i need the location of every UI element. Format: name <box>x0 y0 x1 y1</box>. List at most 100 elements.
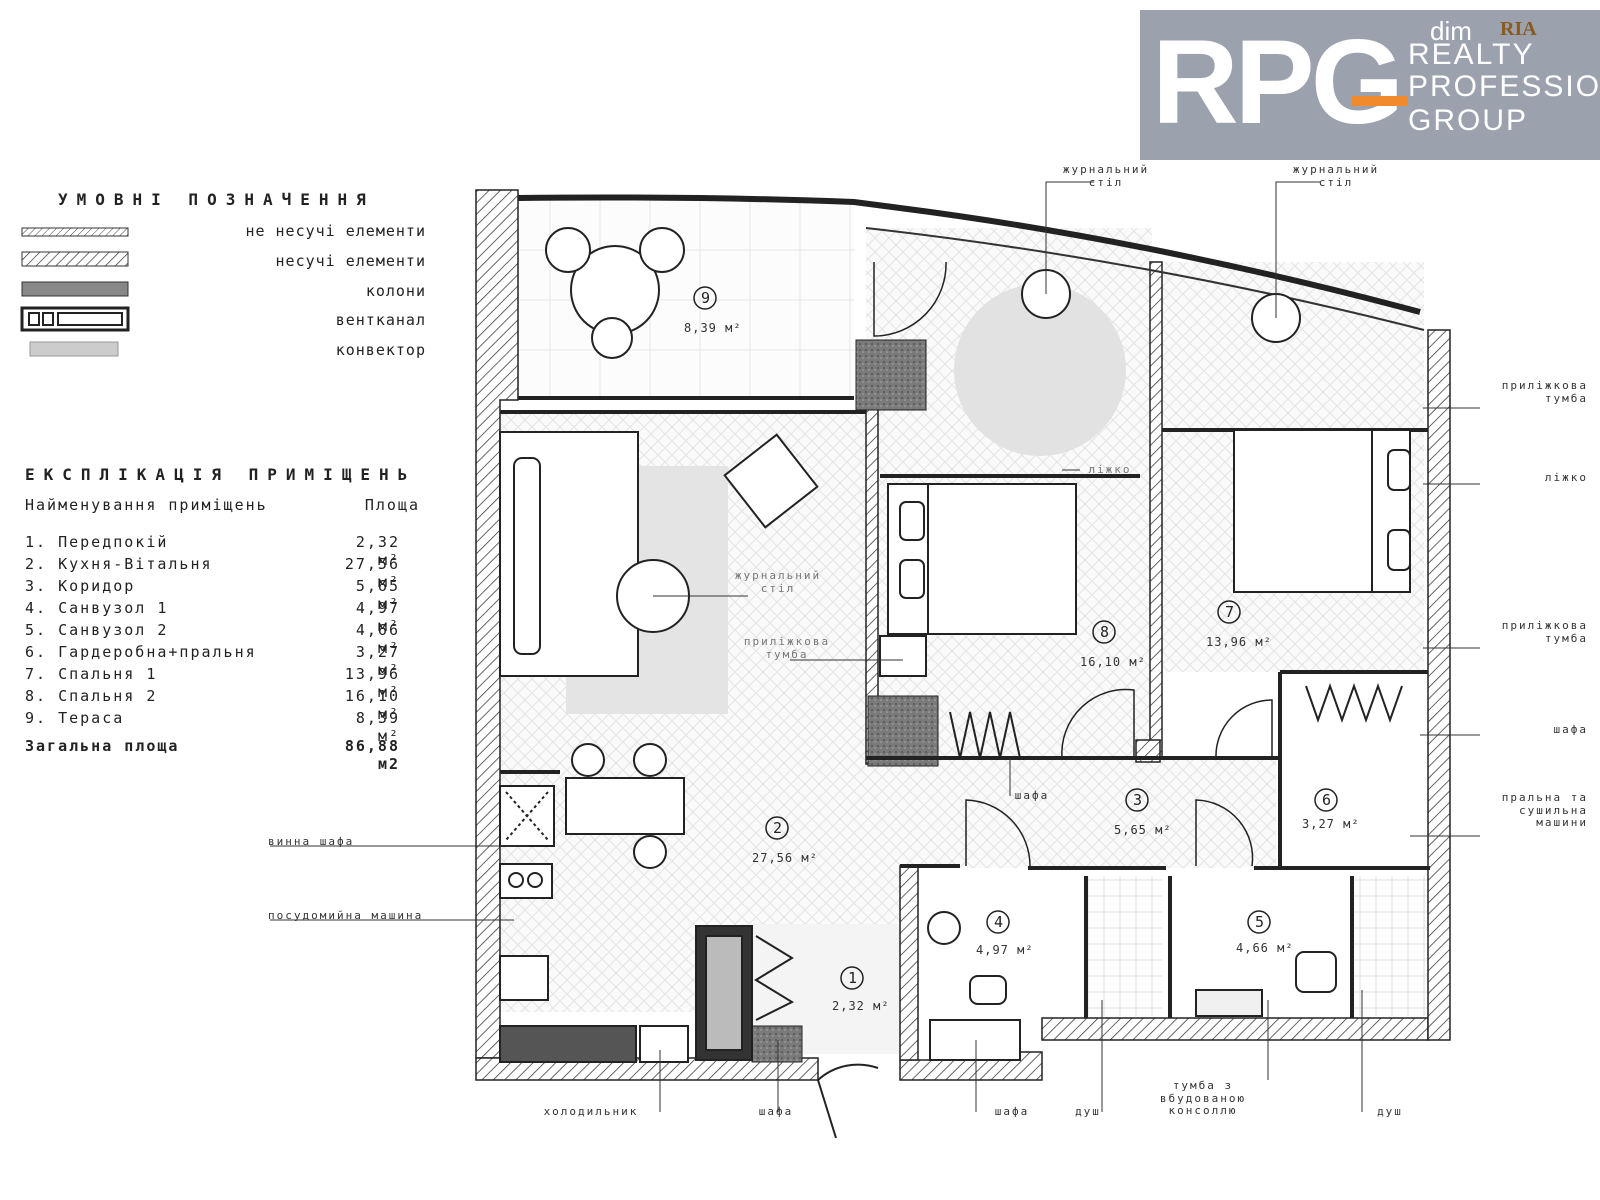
bedroom-8-furniture <box>879 269 1126 677</box>
plan-room-1-number: 1 <box>848 969 858 987</box>
logo-line-2: PROFESSIO <box>1408 70 1600 103</box>
column <box>751 1025 803 1063</box>
column <box>855 339 927 411</box>
fridge <box>499 1025 637 1063</box>
legend-swatches <box>20 227 130 357</box>
kitchen-units <box>499 785 689 1063</box>
label-coffee-table-b: журнальний стіл <box>1292 163 1380 189</box>
dining-table <box>565 777 685 835</box>
room-area: 5,65 м² <box>355 577 400 613</box>
company-logo: RPG REALTY PROFESSIO GROUP dim RIA <box>1140 10 1600 160</box>
vanity <box>1195 989 1263 1017</box>
label-bed-8: ліжко <box>1088 463 1132 476</box>
explication-col-name: Найменування приміщень <box>25 496 268 514</box>
plan-room-6-area: 3,27 м² <box>1302 817 1360 831</box>
plan-room-7-number: 7 <box>1225 603 1235 621</box>
plan-room-9-area: 8,39 м² <box>684 321 742 335</box>
room-name: 6. Гардеробна+пральня <box>25 643 257 661</box>
plan-room-4-area: 4,97 м² <box>976 943 1034 957</box>
toilet <box>1295 951 1337 993</box>
label-bed-right: ліжко <box>1544 471 1588 484</box>
plan-room-5-area: 4,66 м² <box>1236 941 1294 955</box>
label-vanity: тумба з вбудованою консоллю <box>1159 1079 1247 1118</box>
legend-label-3: колони <box>365 282 426 300</box>
sofa-back <box>513 457 541 655</box>
entrance-door[interactable] <box>817 1063 879 1139</box>
explication-row: 7. Спальня 1 13,96 м² <box>25 665 400 701</box>
label-dishwasher: посудомийна машина <box>268 909 424 922</box>
vent-channel-swatch <box>20 306 130 332</box>
room-area: 13,96 м² <box>344 665 400 701</box>
logo-brand: RPG <box>1152 15 1404 149</box>
label-shower-1: душ <box>1075 1105 1101 1118</box>
room-name: 4. Санвузол 1 <box>25 599 169 617</box>
legend-title: УМОВНІ ПОЗНАЧЕННЯ <box>58 190 375 209</box>
bedroom-8-rug <box>954 284 1126 456</box>
total-label: Загальна площа <box>25 737 180 755</box>
label-washer-dryer: пральна та сушильна машини <box>1501 791 1588 830</box>
explication-header: Найменування приміщень Площа <box>25 496 420 514</box>
plan-room-1-area: 2,32 м² <box>832 999 890 1013</box>
corridor-floor <box>866 758 1276 868</box>
facade-wall <box>517 194 1421 315</box>
room-markers <box>693 286 1338 990</box>
plan-room-7-area: 13,96 м² <box>1206 635 1272 649</box>
explication-row: 6. Гардеробна+пральня 3,27 м² <box>25 643 400 679</box>
washbasin <box>927 911 961 945</box>
shower1-tiles <box>1086 876 1162 1016</box>
logo-accent-bar <box>1352 96 1408 106</box>
convector-swatch <box>29 341 119 357</box>
bedroom-7-furniture <box>1233 293 1411 593</box>
plan-room-8-area: 16,10 м² <box>1080 655 1146 669</box>
load-bearing-walls <box>475 189 1451 1081</box>
bathroom-4-fixtures <box>927 911 1021 1061</box>
room-name: 5. Санвузол 2 <box>25 621 169 639</box>
doors[interactable] <box>873 261 1273 867</box>
toilet <box>969 975 1007 1005</box>
armchair <box>723 433 819 529</box>
bathroom-5-fixtures <box>1195 951 1337 1017</box>
legend-label-2: несучі елементи <box>275 252 426 270</box>
explication-row: 1. Передпокій 2,32 м² <box>25 533 400 569</box>
legend-label-1: не несучі елементи <box>245 222 426 240</box>
plan-room-8-number: 8 <box>1100 623 1110 641</box>
label-fridge: холодильник <box>543 1105 639 1118</box>
plan-room-3-number: 3 <box>1133 791 1143 809</box>
label-wine-cabinet: винна шафа <box>268 835 355 848</box>
explication-col-area: Площа <box>364 496 420 514</box>
logo-line-3: GROUP <box>1408 104 1529 137</box>
room-name: 8. Спальня 2 <box>25 687 158 705</box>
terrace-furniture <box>545 227 685 359</box>
room-name: 9. Тераса <box>25 709 125 727</box>
plan-room-9-number: 9 <box>701 289 711 307</box>
room-name: 7. Спальня 1 <box>25 665 158 683</box>
partner-logo: dim <box>1430 16 1472 46</box>
label-wardrobe-bath: шафа <box>994 1105 1030 1118</box>
label-wardrobe-right: шафа <box>1553 723 1588 736</box>
label-wardrobe-hall: шафа <box>758 1105 794 1118</box>
legend-label-5: конвектор <box>335 341 426 359</box>
leader-lines <box>270 181 1480 1112</box>
legend-label-4: вентканал <box>335 311 426 329</box>
label-nightstand-living: приліжкова тумба <box>743 635 831 661</box>
wardrobes <box>695 682 1403 1061</box>
facade-inner <box>865 227 1425 331</box>
room-area: 2,32 м² <box>355 533 400 569</box>
partner-mark: RIA <box>1500 18 1537 40</box>
explication-title: ЕКСПЛІКАЦІЯ ПРИМІЩЕНЬ <box>25 465 417 484</box>
logo-line-1: REALTY <box>1408 38 1535 71</box>
room-name: 1. Передпокій <box>25 533 169 551</box>
load-bearing-wall-swatch <box>21 251 129 267</box>
room-area: 3,27 м² <box>355 643 400 679</box>
label-wardrobe-corridor: шафа <box>1014 789 1050 802</box>
room-name: 2. Кухня-Вітальня <box>25 555 213 573</box>
dining-chair <box>633 835 667 869</box>
column-swatch <box>21 281 129 297</box>
